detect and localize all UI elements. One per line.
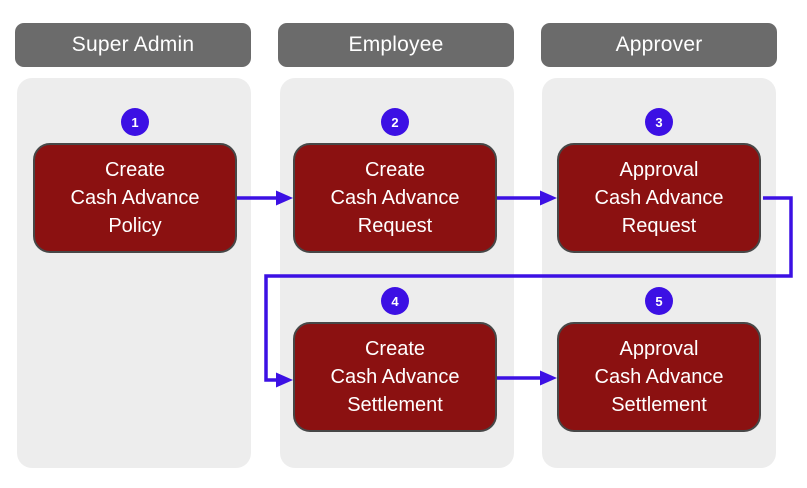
box-text-line: Cash Advance — [330, 366, 460, 388]
box-text-line: Settlement — [611, 394, 707, 416]
lane-header-employee: Employee — [278, 23, 514, 67]
box-text-line: Cash Advance — [330, 187, 460, 209]
step-box-approval-cash-advance-settlement: Approval Cash Advance Settlement — [557, 322, 761, 432]
step-box-approval-cash-advance-request: Approval Cash Advance Request — [557, 143, 761, 253]
step-box-create-cash-advance-settlement: Create Cash Advance Settlement — [293, 322, 497, 432]
lane-super-admin — [17, 78, 251, 468]
box-text-line: Request — [357, 215, 433, 237]
step-number-badge-3: 3 — [645, 108, 673, 136]
box-text-line: Approval — [619, 338, 699, 360]
box-text-line: Create — [104, 159, 166, 181]
step-number-badge-5: 5 — [645, 287, 673, 315]
step-box-create-cash-advance-request: Create Cash Advance Request — [293, 143, 497, 253]
box-text-line: Approval — [619, 159, 699, 181]
step-box-create-cash-advance-policy: Create Cash Advance Policy — [33, 143, 237, 253]
box-text-line: Create — [364, 159, 426, 181]
box-text-line: Request — [621, 215, 697, 237]
lane-header-approver: Approver — [541, 23, 777, 67]
box-text-line: Create — [364, 338, 426, 360]
box-text-line: Cash Advance — [594, 187, 724, 209]
step-number-badge-2: 2 — [381, 108, 409, 136]
step-number-badge-1: 1 — [121, 108, 149, 136]
box-text-line: Cash Advance — [594, 366, 724, 388]
step-number-badge-4: 4 — [381, 287, 409, 315]
box-text-line: Settlement — [347, 394, 443, 416]
box-text-line: Policy — [108, 215, 162, 237]
box-text-line: Cash Advance — [70, 187, 200, 209]
lane-header-super-admin: Super Admin — [15, 23, 251, 67]
